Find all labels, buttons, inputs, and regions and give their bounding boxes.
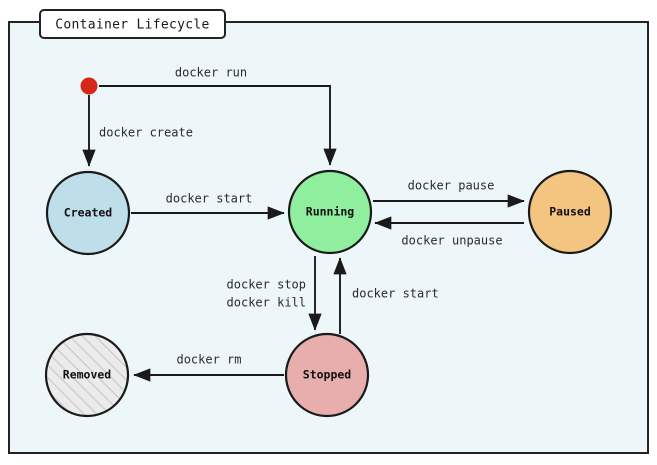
edge-label-docker-stop: docker stop xyxy=(227,278,306,292)
edges-group: docker create docker run docker start do… xyxy=(82,66,525,382)
created-circle[interactable] xyxy=(45,170,131,256)
removed-circle[interactable] xyxy=(44,332,130,418)
running-circle[interactable] xyxy=(287,169,373,255)
edge-label-docker-pause: docker pause xyxy=(408,179,495,193)
edge-label-docker-create: docker create xyxy=(99,126,193,140)
stopped-label: Stopped xyxy=(303,368,352,382)
running-label: Running xyxy=(306,205,355,219)
stopped-circle[interactable] xyxy=(284,332,370,418)
state-node-created[interactable]: Created xyxy=(45,170,131,256)
nodes-group: Created Running Paused Stopped Removed xyxy=(44,77,613,418)
state-node-removed[interactable]: Removed xyxy=(44,332,130,418)
state-node-running[interactable]: Running xyxy=(287,169,373,255)
edge-label-docker-unpause: docker unpause xyxy=(401,234,502,248)
edge-label-docker-rm: docker rm xyxy=(176,353,241,367)
paused-circle[interactable] xyxy=(527,169,613,255)
removed-label: Removed xyxy=(63,368,112,382)
state-node-stopped[interactable]: Stopped xyxy=(284,332,370,418)
edge-start-to-running xyxy=(99,85,337,166)
diagram-title: Container Lifecycle xyxy=(55,18,209,33)
diagram-title-box xyxy=(39,9,226,39)
state-node-paused[interactable]: Paused xyxy=(527,169,613,255)
edge-label-docker-run: docker run xyxy=(175,66,247,80)
start-state-node[interactable] xyxy=(80,77,98,95)
paused-label: Paused xyxy=(549,205,591,219)
diagram-title-group: Container Lifecycle xyxy=(39,9,226,39)
edge-label-docker-start-created: docker start xyxy=(166,192,253,206)
edge-label-docker-start-stopped: docker start xyxy=(352,287,439,301)
created-label: Created xyxy=(64,206,113,220)
edge-label-docker-kill: docker kill xyxy=(227,296,306,310)
